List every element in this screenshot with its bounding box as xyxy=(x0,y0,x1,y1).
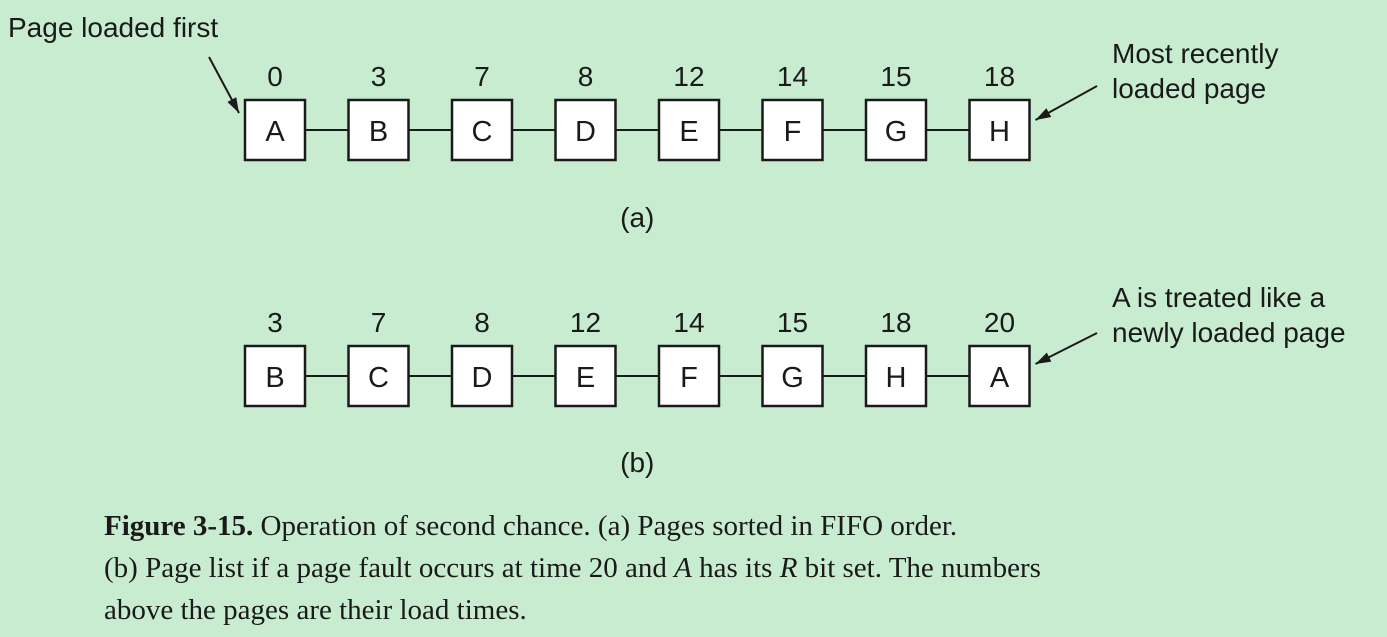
list-a-page-box-b xyxy=(347,98,410,162)
caption-text-4: bit set. The numbers xyxy=(797,552,1041,584)
caption-var-r: R xyxy=(779,552,798,584)
list-b-sublabel: (b) xyxy=(620,447,654,478)
caption-text-1: Operation of second chance. (a) Pages so… xyxy=(253,510,958,542)
list-a-load-time-h: 18 xyxy=(984,61,1015,92)
list-a-load-time-e: 12 xyxy=(673,61,704,92)
annotation-page-loaded-first: Page loaded first xyxy=(8,12,218,43)
list-b-load-time-a: 20 xyxy=(984,307,1015,338)
arrow-most-recent-head xyxy=(1035,108,1052,120)
list-a-page-name-c: C xyxy=(472,116,493,148)
list-b-page-name-g: G xyxy=(781,362,804,394)
list-a-page-box-e xyxy=(657,98,721,162)
caption-text-2: (b) Page list if a page fault occurs at … xyxy=(104,552,675,584)
annotation-most-recent-line-1: Most recently xyxy=(1112,38,1279,69)
list-a-load-time-b: 3 xyxy=(371,61,387,92)
list-a-load-time-d: 8 xyxy=(578,61,594,92)
arrow-a-treated-head xyxy=(1035,352,1052,364)
list-b-page-name-b: B xyxy=(265,362,284,394)
list-a-sublabel: (a) xyxy=(620,202,654,233)
list-b-page-name-e: E xyxy=(576,362,595,394)
annotation-a-treated-line-1: A is treated like a xyxy=(1112,282,1326,313)
list-a-page-name-g: G xyxy=(885,116,908,148)
annotation-most-recent-line-2: loaded page xyxy=(1112,73,1266,104)
figure-caption: Figure 3-15. Operation of second chance.… xyxy=(104,505,1364,631)
list-b-page-box-e xyxy=(554,344,617,408)
caption-text-3: has its xyxy=(691,552,780,584)
list-a-page-box-a xyxy=(243,98,307,162)
annotation-a-treated-line-2: newly loaded page xyxy=(1112,317,1346,348)
list-b-page-box-g xyxy=(761,344,824,408)
list-a-page-box-h xyxy=(968,98,1031,162)
list-b-page-name-d: D xyxy=(472,362,493,394)
list-b-page-box-b xyxy=(243,344,307,408)
list-a-load-time-c: 7 xyxy=(474,61,490,92)
list-b-page-box-f xyxy=(657,344,721,408)
list-a-page-name-d: D xyxy=(575,116,596,148)
list-b-load-time-f: 14 xyxy=(673,307,704,338)
list-a-page-name-a: A xyxy=(265,116,285,148)
list-b-page-box-c xyxy=(347,344,410,408)
list-b-page-name-c: C xyxy=(368,362,389,394)
caption-text-5: above the pages are their load times. xyxy=(104,594,527,626)
list-b-page-name-a: A xyxy=(990,362,1010,394)
list-b-page-name-h: H xyxy=(886,362,907,394)
list-b-page-name-f: F xyxy=(680,362,698,394)
list-b-load-time-b: 3 xyxy=(267,307,283,338)
list-b-page-box-h xyxy=(864,344,928,408)
list-a-page-name-b: B xyxy=(369,116,388,148)
list-a-page-name-f: F xyxy=(784,116,802,148)
second-chance-diagram: A0B3C7D8E12F14G15H18(a)B3C7D8E12F14G15H1… xyxy=(8,12,1346,478)
list-b-load-time-g: 15 xyxy=(777,307,808,338)
list-a-load-time-a: 0 xyxy=(267,61,283,92)
list-a-page-box-g xyxy=(864,98,928,162)
list-b-page-box-d xyxy=(450,344,514,408)
list-a-load-time-g: 15 xyxy=(880,61,911,92)
arrow-page-loaded-first-head xyxy=(227,97,239,113)
list-a-page-name-e: E xyxy=(679,116,698,148)
list-a-page-box-f xyxy=(761,98,824,162)
list-b-load-time-c: 7 xyxy=(371,307,387,338)
list-a-load-time-f: 14 xyxy=(777,61,808,92)
list-b-load-time-d: 8 xyxy=(474,307,490,338)
list-b-load-time-h: 18 xyxy=(880,307,911,338)
list-a-page-box-c xyxy=(450,98,514,162)
list-b-load-time-e: 12 xyxy=(570,307,601,338)
list-a-page-box-d xyxy=(554,98,617,162)
figure-label: Figure 3-15. xyxy=(104,510,254,542)
caption-var-a: A xyxy=(674,552,692,584)
list-b-page-box-a xyxy=(968,344,1031,408)
list-a-page-name-h: H xyxy=(989,116,1010,148)
